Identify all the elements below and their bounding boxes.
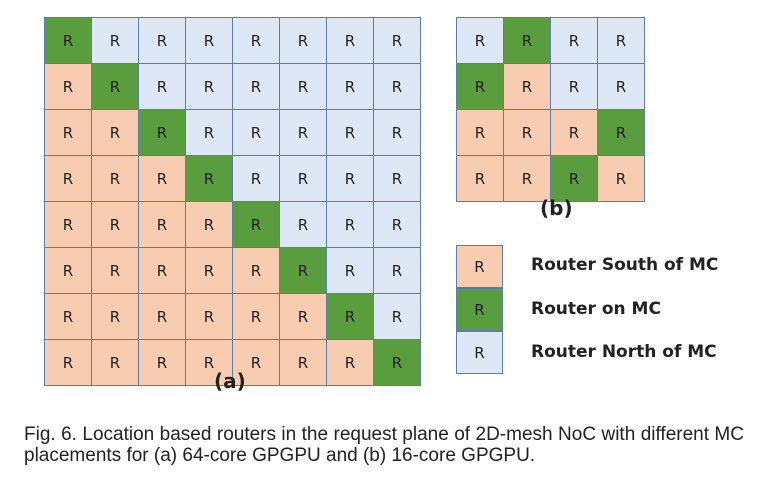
grid-a-label: (a) <box>214 369 246 393</box>
legend-on-label: Router on MC <box>531 299 661 319</box>
grid-a-router-north-r2c6: R <box>327 110 373 155</box>
grid-a-router-north-r0c3: R <box>186 18 232 63</box>
grid-a-router-north-r0c1: R <box>92 18 138 63</box>
grid-a-router-south-r7c6: R <box>327 340 373 385</box>
grid-a-router-south-r1c0: R <box>45 64 91 109</box>
grid-a-router-north-r0c2: R <box>139 18 185 63</box>
grid-a-router-north-r1c7: R <box>374 64 420 109</box>
grid-a-router-south-r6c5: R <box>280 294 326 339</box>
grid-a-router-south-r2c0: R <box>45 110 91 155</box>
legend-south-label: Router South of MC <box>531 255 719 275</box>
grid-b-router-on-r2c3: R <box>598 110 644 155</box>
grid-a-router-north-r4c7: R <box>374 202 420 247</box>
grid-a-router-south-r7c4: R <box>233 340 279 385</box>
grid-a-router-south-r3c2: R <box>139 156 185 201</box>
grid-a-router-south-r7c0: R <box>45 340 91 385</box>
grid-a-router-north-r2c7: R <box>374 110 420 155</box>
grid-b-router-on-r0c1: R <box>504 18 550 63</box>
grid-b-router-south-r2c2: R <box>551 110 597 155</box>
grid-a-router-north-r6c7: R <box>374 294 420 339</box>
grid-a-router-on-r6c6: R <box>327 294 373 339</box>
grid-a-router-on-r5c5: R <box>280 248 326 293</box>
grid-a-router-south-r6c4: R <box>233 294 279 339</box>
grid-a-router-north-r4c5: R <box>280 202 326 247</box>
grid-b-router-north-r1c2: R <box>551 64 597 109</box>
grid-a-router-north-r5c7: R <box>374 248 420 293</box>
grid-a-router-north-r5c6: R <box>327 248 373 293</box>
grid-b-router-south-r3c3: R <box>598 156 644 201</box>
grid-a-router-north-r3c6: R <box>327 156 373 201</box>
grid-a-router-on-r1c1: R <box>92 64 138 109</box>
grid-a-router-north-r1c3: R <box>186 64 232 109</box>
grid-a-router-south-r5c3: R <box>186 248 232 293</box>
legend-north-swatch: R <box>456 331 503 374</box>
grid-b-router-south-r2c0: R <box>457 110 503 155</box>
grid-b-router-south-r2c1: R <box>504 110 550 155</box>
grid-b-label: (b) <box>540 196 573 220</box>
grid-a-router-north-r3c7: R <box>374 156 420 201</box>
grid-a-router-south-r6c2: R <box>139 294 185 339</box>
grid-a-router-south-r5c2: R <box>139 248 185 293</box>
grid-a-router-north-r0c5: R <box>280 18 326 63</box>
legend-on-swatch: R <box>456 288 503 331</box>
grid-a-router-north-r4c6: R <box>327 202 373 247</box>
grid-a-router-on-r4c4: R <box>233 202 279 247</box>
grid-a-router-north-r1c4: R <box>233 64 279 109</box>
grid-b-router-south-r3c0: R <box>457 156 503 201</box>
grid-a-router-south-r4c3: R <box>186 202 232 247</box>
grid-a-router-north-r3c5: R <box>280 156 326 201</box>
grid-a-router-south-r2c1: R <box>92 110 138 155</box>
grid-a-router-north-r2c4: R <box>233 110 279 155</box>
grid-a-router-north-r0c7: R <box>374 18 420 63</box>
grid-a-router-south-r4c2: R <box>139 202 185 247</box>
legend-north-label: Router North of MC <box>531 342 717 362</box>
grid-a-router-south-r7c1: R <box>92 340 138 385</box>
grid-b-router-north-r0c3: R <box>598 18 644 63</box>
grid-a-router-south-r5c1: R <box>92 248 138 293</box>
grid-b-router-south-r3c1: R <box>504 156 550 201</box>
grid-a-router-north-r3c4: R <box>233 156 279 201</box>
grid-a-router-south-r7c5: R <box>280 340 326 385</box>
grid-b-router-north-r1c3: R <box>598 64 644 109</box>
legend-south-swatch: R <box>456 245 503 288</box>
grid-a-router-north-r1c2: R <box>139 64 185 109</box>
grid-a-router-north-r1c6: R <box>327 64 373 109</box>
grid-a-router-south-r7c3: R <box>186 340 232 385</box>
grid-b-router-south-r1c1: R <box>504 64 550 109</box>
grid-a-router-on-r3c3: R <box>186 156 232 201</box>
grid-a-router-south-r4c1: R <box>92 202 138 247</box>
grid-a-router-south-r6c3: R <box>186 294 232 339</box>
grid-a-router-on-r0c0: R <box>45 18 91 63</box>
grid-a-router-on-r2c2: R <box>139 110 185 155</box>
grid-b-router-on-r3c2: R <box>551 156 597 201</box>
grid-b-router-north-r0c0: R <box>457 18 503 63</box>
grid-b-router-north-r0c2: R <box>551 18 597 63</box>
grid-a-router-north-r2c3: R <box>186 110 232 155</box>
grid-a-router-south-r5c0: R <box>45 248 91 293</box>
grid-a-router-north-r1c5: R <box>280 64 326 109</box>
grid-a-router-on-r7c7: R <box>374 340 420 385</box>
grid-a-router-south-r3c1: R <box>92 156 138 201</box>
grid-a-router-south-r6c0: R <box>45 294 91 339</box>
grid-a-router-south-r6c1: R <box>92 294 138 339</box>
grid-a-router-south-r3c0: R <box>45 156 91 201</box>
grid-a-router-south-r5c4: R <box>233 248 279 293</box>
grid-a-router-north-r0c4: R <box>233 18 279 63</box>
grid-a-router-south-r7c2: R <box>139 340 185 385</box>
grid-a-router-north-r2c5: R <box>280 110 326 155</box>
grid-a-router-south-r4c0: R <box>45 202 91 247</box>
grid-a-router-north-r0c6: R <box>327 18 373 63</box>
figure-caption: Fig. 6. Location based routers in the re… <box>24 424 744 466</box>
grid-b-router-on-r1c0: R <box>457 64 503 109</box>
